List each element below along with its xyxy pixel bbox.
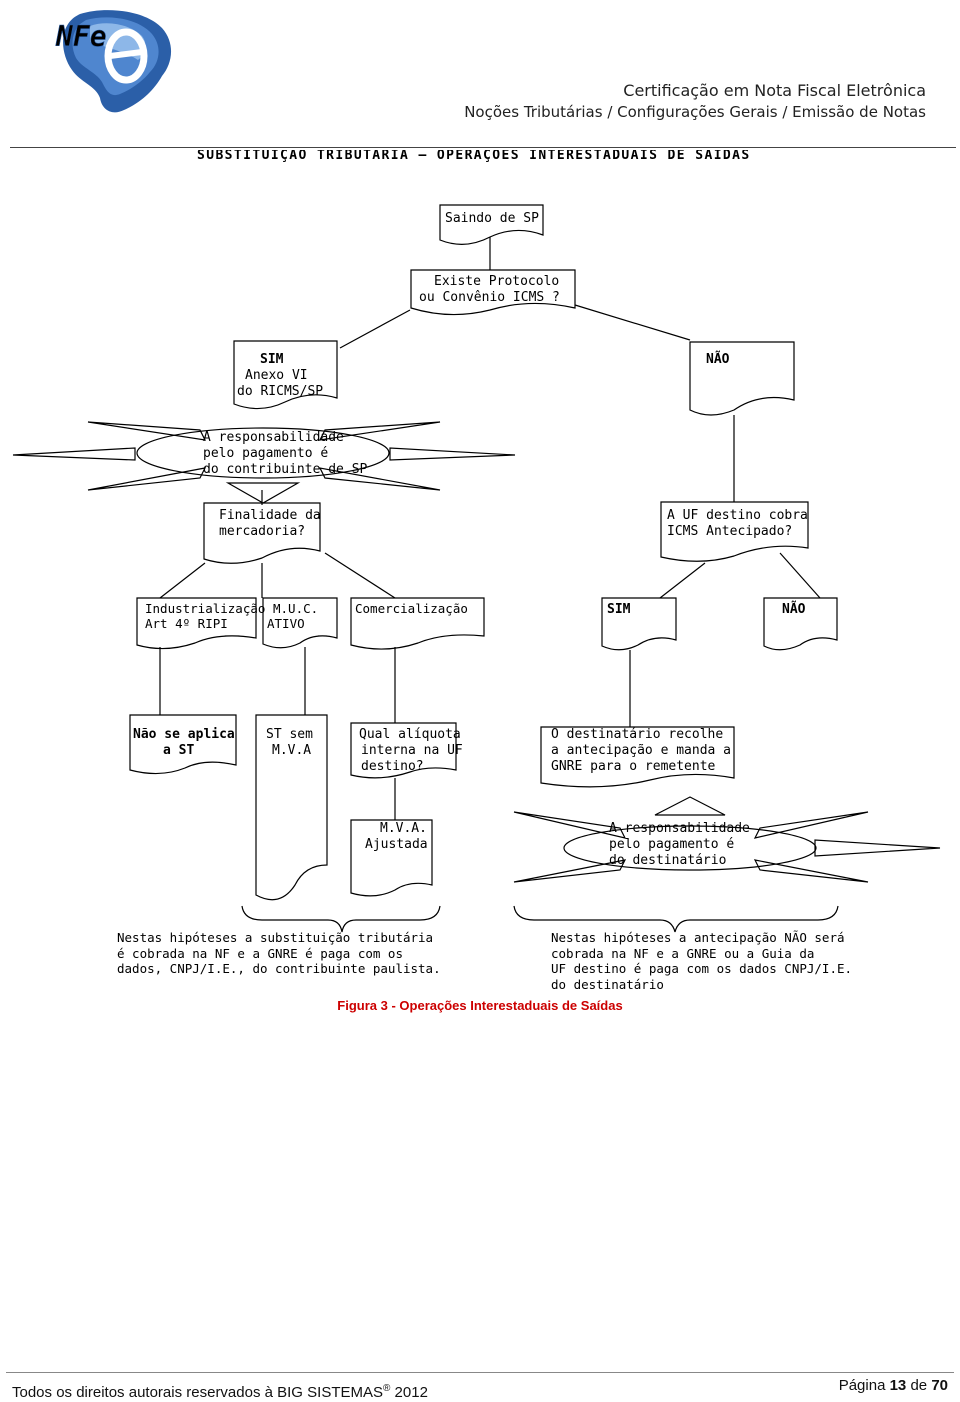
note-left-line-1: Nestas hipóteses a substituição tributár…	[117, 930, 433, 945]
muc-line-1: M.U.C.	[273, 601, 318, 616]
sim-anexo-line-2: Anexo VI	[245, 368, 308, 383]
note-right-line-1: Nestas hipóteses a antecipação NÃO será	[551, 930, 845, 945]
uf-cobra-line-2: ICMS Antecipado?	[667, 524, 792, 539]
nfe-logo: NFe	[55, 10, 172, 113]
dest-recolhe-line-2: a antecipação e manda a	[551, 743, 731, 758]
resp-dest-line-3: do destinatário	[609, 853, 726, 868]
resp-contrib-line-2: pelo pagamento é	[203, 446, 328, 461]
nao-top-label: NÃO	[706, 351, 730, 367]
nao-aplica-line-1: Não se aplica	[133, 727, 235, 742]
copyright-text: Todos os direitos autorais reservados à …	[12, 1384, 383, 1401]
resp-dest-line-2: pelo pagamento é	[609, 837, 734, 852]
dest-recolhe-line-1: O destinatário recolhe	[551, 727, 723, 742]
nao-right-label: NÃO	[782, 601, 806, 617]
qual-aliquota-line-2: interna na UF	[361, 743, 463, 758]
page-of: de	[910, 1377, 928, 1394]
dest-recolhe-line-3: GNRE para o remetente	[551, 759, 716, 774]
copyright-year: 2012	[394, 1384, 428, 1401]
header-subtitle: Noções Tributárias / Configurações Gerai…	[464, 103, 926, 121]
mva-ajustada-line-1: M.V.A.	[380, 821, 427, 836]
qual-aliquota-line-3: destino?	[361, 759, 424, 774]
protocolo-line-2: ou Convênio ICMS ?	[419, 290, 560, 305]
note-left-line-2: é cobrada na NF e a GNRE é paga com os	[117, 946, 403, 961]
note-right-line-2: cobrada na NF e a GNRE ou a Guia da	[551, 946, 814, 961]
muc-line-2: ATIVO	[267, 616, 305, 631]
finalidade-line-2: mercadoria?	[219, 524, 305, 539]
page-number: Página 13 de 70	[839, 1377, 948, 1394]
footer-divider	[6, 1372, 954, 1373]
sim-right-label: SIM	[607, 602, 631, 617]
industrializacao-line-1: Industrialização	[145, 601, 265, 616]
page-current: 13	[889, 1377, 907, 1394]
industrializacao-line-2: Art 4º RIPI	[145, 616, 228, 631]
note-left-line-3: dados, CNPJ/I.E., do contribuinte paulis…	[117, 961, 441, 976]
sim-anexo-line-3: do RICMS/SP	[237, 384, 323, 399]
st-sem-line-1: ST sem	[266, 727, 313, 742]
note-right-line-4: do destinatário	[551, 977, 664, 992]
logo-text: NFe	[55, 20, 107, 53]
st-flowchart: SUBSTITUIÇÃO TRIBUTÁRIA – OPERAÇÕES INTE…	[12, 150, 941, 992]
resp-dest-line-1: A responsabilidade	[609, 821, 750, 836]
st-sem-line-2: M.V.A	[272, 743, 311, 758]
page-header: Certificação em Nota Fiscal Eletrônica N…	[464, 80, 926, 122]
mva-ajustada-line-2: Ajustada	[365, 837, 428, 852]
finalidade-line-1: Finalidade da	[219, 508, 321, 523]
footer-copyright: Todos os direitos autorais reservados à …	[12, 1383, 428, 1401]
protocolo-line-1: Existe Protocolo	[434, 274, 559, 289]
resp-contrib-line-3: do contribuinte de SP	[203, 462, 368, 477]
uf-cobra-line-1: A UF destino cobra	[667, 508, 808, 523]
registered-mark: ®	[383, 1383, 391, 1394]
header-divider	[10, 147, 956, 148]
resp-contrib-line-1: A responsabilidade	[203, 430, 344, 445]
comercializacao-label: Comercialização	[355, 601, 468, 616]
saindo-de-sp-label: Saindo de SP	[445, 211, 539, 226]
diagram-title: SUBSTITUIÇÃO TRIBUTÁRIA – OPERAÇÕES INTE…	[197, 150, 751, 163]
note-right-line-3: UF destino é paga com os dados CNPJ/I.E.	[551, 961, 852, 976]
sim-anexo-line-1: SIM	[260, 352, 284, 367]
page-total: 70	[931, 1377, 948, 1394]
header-title: Certificação em Nota Fiscal Eletrônica	[623, 81, 926, 100]
figure-caption: Figura 3 - Operações Interestaduais de S…	[337, 998, 623, 1013]
nao-aplica-line-2: a ST	[163, 743, 194, 758]
qual-aliquota-line-1: Qual alíquota	[359, 727, 461, 742]
page-label: Página	[838, 1377, 886, 1394]
